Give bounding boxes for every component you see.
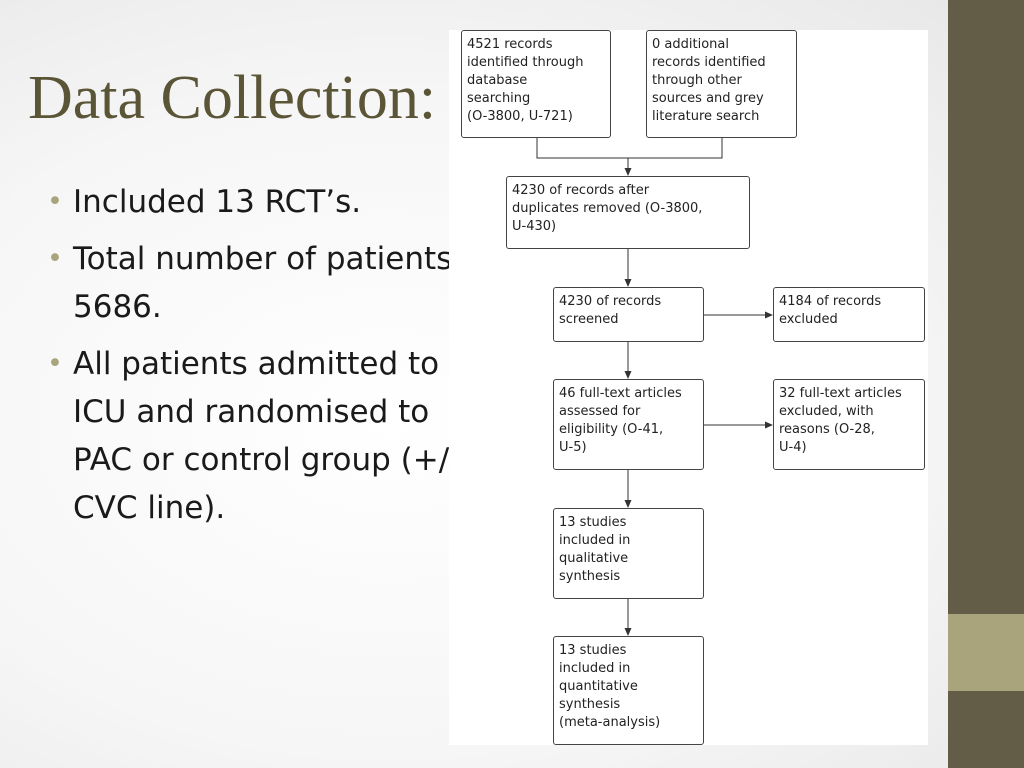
node-fulltext-assessed: 46 full-text articles assessed for eligi… bbox=[553, 379, 704, 470]
node-other-sources: 0 additional records identified through … bbox=[646, 30, 797, 138]
slide-title: Data Collection: bbox=[28, 64, 437, 132]
bullet-marker: • bbox=[47, 186, 63, 217]
node-quantitative-synthesis: 13 studies included in quantitative synt… bbox=[553, 636, 704, 745]
bullet-list: • Included 13 RCT’s. • Total number of pat… bbox=[0, 178, 470, 558]
node-database-search: 4521 records identified through database… bbox=[461, 30, 611, 138]
bullet-item: • All patients admitted to ICU and random… bbox=[0, 340, 470, 532]
node-duplicates-removed: 4230 of records after duplicates removed… bbox=[506, 176, 750, 249]
node-records-screened: 4230 of records screened bbox=[553, 287, 704, 342]
bullet-item: • Total number of patients 5686. bbox=[0, 235, 470, 331]
bullet-text: Total number of patients 5686. bbox=[73, 241, 453, 325]
node-qualitative-synthesis: 13 studies included in qualitative synth… bbox=[553, 508, 704, 599]
node-records-excluded: 4184 of records excluded bbox=[773, 287, 925, 342]
bullet-text: Included 13 RCT’s. bbox=[73, 184, 362, 220]
node-fulltext-excluded: 32 full-text articles excluded, with rea… bbox=[773, 379, 925, 470]
bullet-marker: • bbox=[47, 243, 63, 274]
bullet-item: • Included 13 RCT’s. bbox=[0, 178, 470, 226]
bullet-marker: • bbox=[47, 348, 63, 379]
bullet-text: All patients admitted to ICU and randomi… bbox=[73, 346, 450, 526]
sidebar-accent-block bbox=[948, 614, 1024, 691]
